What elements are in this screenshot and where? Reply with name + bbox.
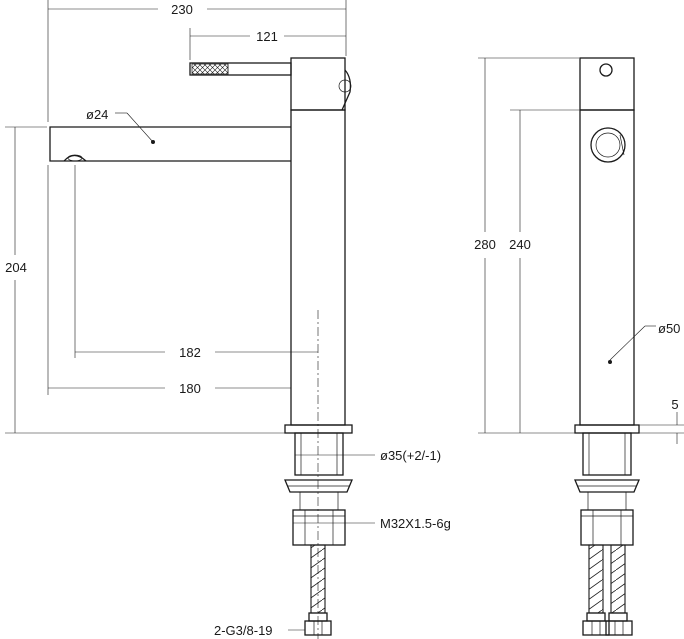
dim-total-height: 280 <box>474 237 496 252</box>
mounting-shank <box>294 432 344 476</box>
front-dimensions: 280 240 ø50 5 <box>474 57 684 444</box>
dim-outlet-reach: 182 <box>179 345 201 360</box>
dim-mount-hole: ø35(+2/-1) <box>380 448 441 463</box>
spout <box>49 126 291 162</box>
mounting-nut <box>292 509 346 546</box>
dim-body-height: 240 <box>509 237 531 252</box>
aerator-ring <box>67 154 83 162</box>
front-nut <box>580 509 634 546</box>
dim-body-diameter: ø50 <box>658 321 680 336</box>
front-hose-nut-right <box>605 620 633 636</box>
washer <box>284 479 353 493</box>
aerator <box>63 154 87 162</box>
dim-spout-height: 204 <box>5 260 27 275</box>
pivot-screw <box>338 79 352 93</box>
dim-spout-reach: 180 <box>179 381 201 396</box>
dim-base-thickness: 5 <box>671 397 678 412</box>
handle-cap <box>290 57 346 111</box>
front-base-plate <box>574 424 640 434</box>
dim-spout-diameter: ø24 <box>86 107 108 122</box>
side-view <box>49 57 353 639</box>
front-washer <box>574 479 640 493</box>
front-handle-cap <box>579 57 635 111</box>
dim-total-width: 230 <box>171 2 193 17</box>
side-dimensions: 230 121 ø24 204 182 180 ø35(+2/-1) M3 <box>5 0 451 638</box>
base-plate <box>284 424 353 434</box>
faucet-body <box>290 109 346 426</box>
front-hose-right <box>610 544 626 614</box>
lever-handle <box>189 62 292 76</box>
front-hose-nut-left <box>582 620 610 636</box>
dim-thread: M32X1.5-6g <box>380 516 451 531</box>
dim-hoses: 2-G3/8-19 <box>214 623 273 638</box>
lever-knurl <box>191 63 229 75</box>
front-spout-end <box>590 127 626 163</box>
lever-pivot <box>341 69 352 111</box>
front-shank <box>582 432 632 476</box>
front-hose-left <box>588 544 604 614</box>
indicator-dot <box>599 63 613 77</box>
front-view <box>574 57 640 636</box>
dim-handle-length: 121 <box>256 29 278 44</box>
